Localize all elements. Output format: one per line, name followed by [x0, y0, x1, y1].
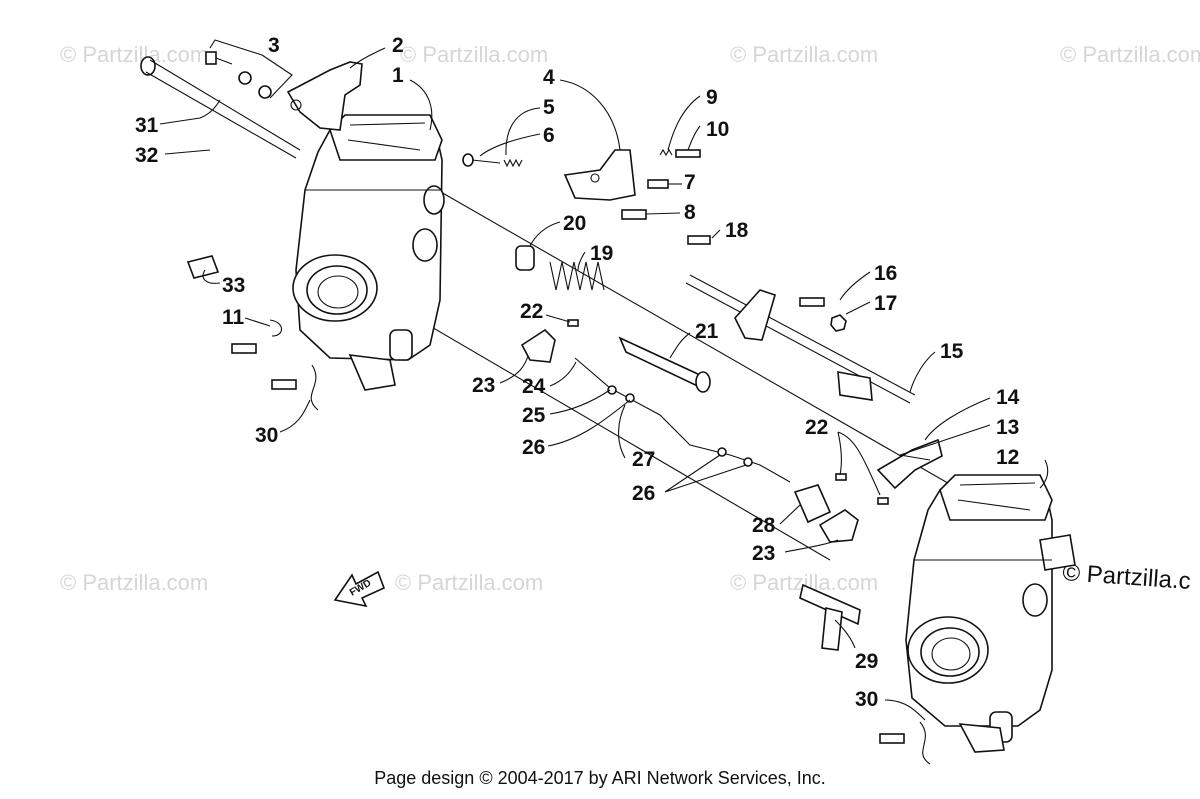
screw: [675, 149, 701, 158]
callout: 23: [472, 374, 495, 397]
spring-clip: [310, 364, 319, 411]
callout: 25: [522, 404, 546, 427]
callout: 15: [940, 340, 964, 363]
callout: 6: [543, 124, 555, 147]
callout: 16: [874, 262, 897, 285]
screw-and-washers: [205, 51, 272, 99]
link-plate: [793, 484, 832, 524]
callout: 30: [255, 424, 278, 447]
screw: [835, 473, 847, 481]
carburetor-right: [905, 474, 1076, 753]
callout: 19: [590, 242, 613, 265]
screw: [687, 235, 711, 245]
callout: 27: [632, 448, 655, 471]
cable-bracket-right: [876, 438, 943, 490]
screw: [567, 319, 579, 327]
screw: [271, 379, 297, 390]
vent-hose: [204, 146, 277, 246]
spring: [659, 148, 673, 157]
callout: 29: [855, 650, 878, 673]
callout: 2: [392, 34, 404, 57]
watermark: © Partzilla.com: [730, 42, 878, 67]
callout: 7: [684, 171, 696, 194]
callout: 33: [222, 274, 245, 297]
tee-fitting: [799, 583, 861, 651]
callout: 22: [805, 416, 828, 439]
callout-numbers: 1 2 3 4 5 6 7 8 9 10 11 12 13 14 15 16 1…: [135, 34, 1020, 711]
throttle-shaft: [685, 274, 916, 404]
link-bracket: [520, 328, 556, 363]
callout: 9: [706, 86, 718, 109]
watermark-edge: © Partzilla.c: [1062, 559, 1192, 595]
leader-lines: [159, 39, 1049, 721]
watermark: © Partzilla.com: [60, 570, 208, 595]
spring-clip: [919, 721, 931, 765]
callout: 3: [268, 34, 280, 57]
page-footer: Page design © 2004-2017 by ARI Network S…: [374, 768, 826, 788]
callout: 23: [752, 542, 775, 565]
throttle-bracket: [563, 149, 636, 201]
callout: 30: [855, 688, 878, 711]
screw: [879, 733, 905, 744]
collar: [515, 245, 535, 271]
clip: [269, 319, 283, 337]
callout: 13: [996, 416, 1019, 439]
carburetor-left: [292, 114, 445, 391]
screw: [647, 179, 669, 189]
callout: 12: [996, 446, 1019, 469]
watermark: © Partzilla.com: [1060, 42, 1200, 67]
long-bolt: [140, 56, 301, 159]
callout: 14: [996, 386, 1020, 409]
forward-arrow: FWD: [333, 570, 386, 608]
callout: 26: [632, 482, 655, 505]
callout: 28: [752, 514, 776, 537]
watermark: © Partzilla.com: [60, 42, 208, 67]
screw: [877, 497, 889, 505]
callout: 18: [725, 219, 749, 242]
callout: 4: [543, 66, 555, 89]
callout: 22: [520, 300, 543, 323]
screw: [231, 343, 257, 354]
callout: 26: [522, 436, 545, 459]
cable-bracket: [286, 61, 363, 131]
sleeve: [618, 336, 711, 393]
nut: [830, 314, 847, 332]
callout: 32: [135, 144, 158, 167]
callout: 5: [543, 96, 555, 119]
callout: 8: [684, 201, 696, 224]
hose-clamp: [186, 255, 220, 279]
watermark: © Partzilla.com: [395, 570, 543, 595]
adjust-screw-spring: [462, 153, 523, 168]
return-spring: [549, 261, 605, 291]
callout: 20: [563, 212, 586, 235]
callout: 21: [695, 320, 719, 343]
callout: 11: [222, 306, 245, 329]
callout: 31: [135, 114, 159, 137]
assembly-axis-line: [419, 179, 961, 491]
callout: 1: [392, 64, 404, 87]
callout: 10: [706, 118, 729, 141]
watermark: © Partzilla.com: [400, 42, 548, 67]
callout: 17: [874, 292, 897, 315]
choke-rod: [574, 357, 791, 483]
callout: 24: [522, 375, 546, 398]
screw: [621, 209, 647, 220]
screw: [799, 297, 825, 307]
link-bracket: [818, 509, 859, 543]
